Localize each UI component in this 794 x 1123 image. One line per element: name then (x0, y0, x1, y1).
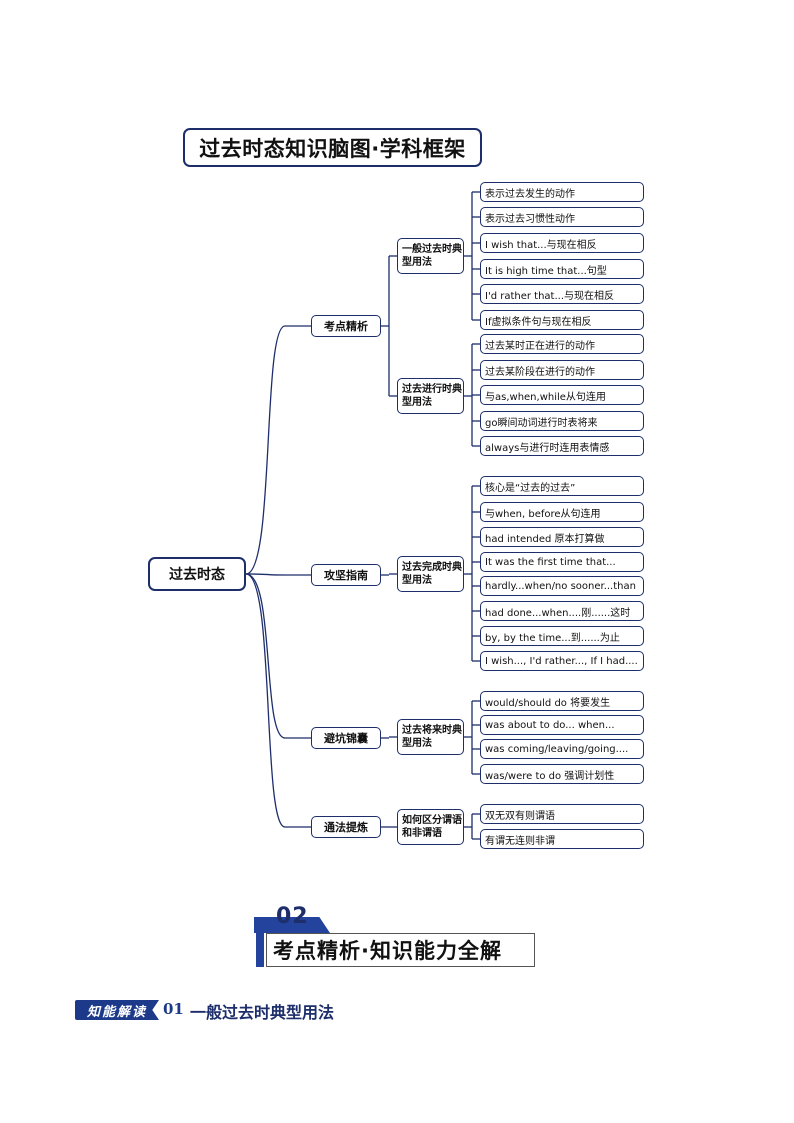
leaf-node: had done...when....刚......这时 (480, 601, 644, 621)
leaf-node: I'd rather that...与现在相反 (480, 284, 644, 304)
connector-line (245, 573, 311, 828)
subsection-tag: 知能解读 (75, 1000, 159, 1020)
leaf-node: 与when, before从句连用 (480, 502, 644, 522)
leaf-node: 核心是“过去的过去” (480, 476, 644, 496)
branch-node-kaodian: 考点精析 (311, 315, 381, 337)
subsection-number: 01 (163, 1000, 184, 1018)
leaf-node: had intended 原本打算做 (480, 527, 644, 547)
branch-node-bikeng: 避坑锦囊 (311, 727, 381, 749)
connector-line (245, 325, 311, 575)
leaf-node: If虚拟条件句与现在相反 (480, 310, 644, 330)
root-node: 过去时态 (148, 557, 246, 591)
leaf-node: 过去某阶段在进行的动作 (480, 360, 644, 380)
leaf-node: was/were to do 强调计划性 (480, 764, 644, 784)
leaf-node: hardly...when/no sooner...than (480, 576, 644, 596)
group-node-predicate: 如何区分谓语和非谓语 (397, 809, 464, 845)
group-node-past-continuous: 过去进行时典型用法 (397, 378, 464, 414)
leaf-node: 过去某时正在进行的动作 (480, 334, 644, 354)
section-tab-decoration (254, 917, 330, 933)
group-node-past-perfect: 过去完成时典型用法 (397, 556, 464, 592)
leaf-node: 双无双有则谓语 (480, 804, 644, 824)
leaf-node: I wish that...与现在相反 (480, 233, 644, 253)
subsection-title: 一般过去时典型用法 (190, 1003, 335, 1022)
leaf-node: 有谓无连则非谓 (480, 829, 644, 849)
group-node-past-future: 过去将来时典型用法 (397, 719, 464, 755)
leaf-node: was coming/leaving/going.... (480, 739, 644, 759)
leaf-node: I wish..., I'd rather..., If I had.... (480, 651, 644, 671)
leaf-node: always与进行时连用表情感 (480, 436, 644, 456)
section-title: 考点精析·知识能力全解 (266, 933, 535, 967)
section-bar-decoration (256, 917, 264, 967)
group-node-simple-past: 一般过去时典型用法 (397, 238, 464, 274)
connector-line (245, 573, 311, 576)
section-number: 02 (276, 904, 309, 929)
branch-node-gongjian: 攻坚指南 (311, 564, 381, 586)
leaf-node: It is high time that...句型 (480, 259, 644, 279)
leaf-node: 表示过去发生的动作 (480, 182, 644, 202)
mindmap-title: 过去时态知识脑图·学科框架 (183, 128, 482, 167)
connector-line (245, 573, 311, 739)
leaf-node: go瞬间动词进行时表将来 (480, 411, 644, 431)
leaf-node: 表示过去习惯性动作 (480, 207, 644, 227)
leaf-node: would/should do 将要发生 (480, 691, 644, 711)
leaf-node: 与as,when,while从句连用 (480, 385, 644, 405)
leaf-node: It was the first time that... (480, 552, 644, 572)
branch-node-tongfa: 通法提炼 (311, 816, 381, 838)
leaf-node: by, by the time...到......为止 (480, 626, 644, 646)
leaf-node: was about to do... when... (480, 715, 644, 735)
